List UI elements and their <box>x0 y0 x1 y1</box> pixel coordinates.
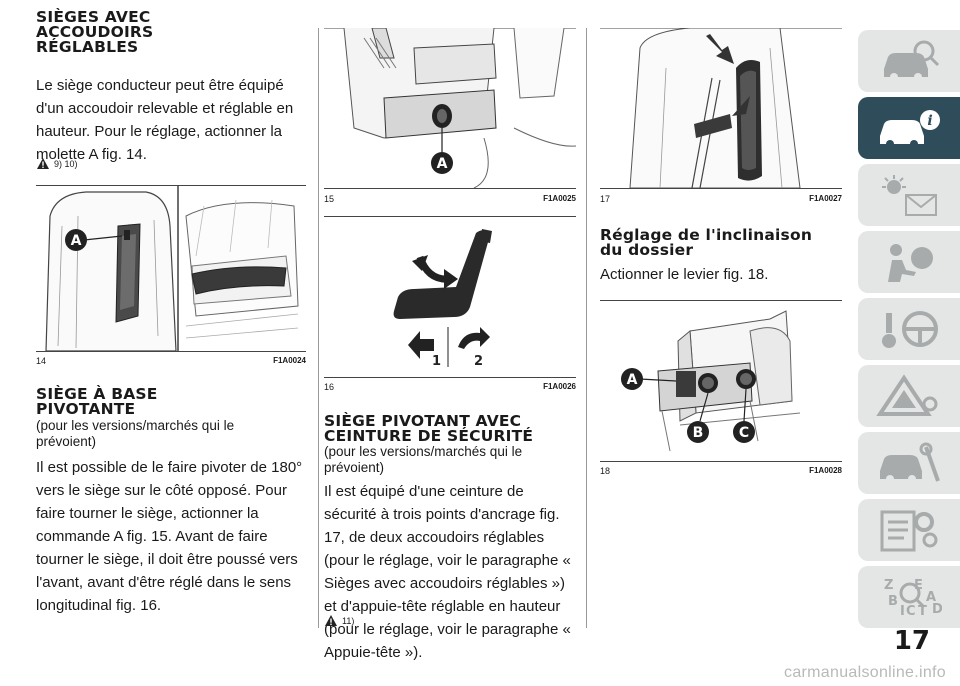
warning-refs: 9) 10) <box>54 158 78 169</box>
column-divider <box>318 28 319 628</box>
figure-18: A B C <box>600 300 842 462</box>
tab-dashboard[interactable] <box>858 30 960 92</box>
figure-17 <box>600 28 842 189</box>
fig-number: 17 <box>600 194 611 204</box>
warning-triangle-icon <box>325 615 337 626</box>
pivot-control-illustration: A <box>324 28 576 188</box>
seat-with-belt-illustration <box>600 28 842 188</box>
heading-line: SIÈGE PIVOTANT AVEC <box>324 412 522 430</box>
callout-b: B <box>693 425 704 441</box>
caption-fig16: 16 F1A0026 <box>324 382 576 392</box>
heading-backrest-recline: Réglage de l'inclinaison du dossier <box>600 226 813 259</box>
callout-a: A <box>71 233 82 249</box>
heading-line: SIÈGES AVEC <box>36 8 151 26</box>
tab-warning-lights[interactable] <box>858 164 960 226</box>
svg-text:i: i <box>927 113 932 129</box>
heading-line: ACCOUDOIRS <box>36 23 154 41</box>
svg-text:E: E <box>914 578 923 593</box>
tab-driving[interactable] <box>858 298 960 360</box>
maintenance-icon <box>880 442 940 483</box>
heading-line: RÉGLABLES <box>36 38 139 56</box>
heading-line: du dossier <box>600 241 694 259</box>
warning-lights-icon <box>882 175 937 216</box>
dashboard-car-icon <box>884 40 940 81</box>
heading-line: PIVOTANTE <box>36 400 136 418</box>
svg-text:I: I <box>900 604 905 619</box>
heading-pivoting-base: SIÈGE À BASE PIVOTANTE <box>36 385 158 418</box>
heading-line: Réglage de l'inclinaison <box>600 226 813 244</box>
step-2-label: 2 <box>474 354 483 369</box>
figure-15: A <box>324 28 576 189</box>
caption-fig14: 14 F1A0024 <box>36 356 306 366</box>
car-info-icon: i <box>880 110 940 148</box>
seat-levers-illustration: A B C <box>621 310 801 452</box>
fig-code: F1A0026 <box>543 382 576 391</box>
caption-fig18: 18 F1A0028 <box>600 466 842 476</box>
svg-text:C: C <box>906 604 916 619</box>
warning-note: 11) <box>324 614 354 627</box>
step-1-label: 1 <box>432 354 441 369</box>
emergency-triangle-icon <box>876 374 938 416</box>
svg-text:Z: Z <box>884 578 893 593</box>
watermark: carmanualsonline.info <box>784 664 946 681</box>
fig-number: 18 <box>600 466 611 476</box>
callout-a: A <box>437 156 448 172</box>
armrest-illustration: A <box>36 186 306 351</box>
warning-triangle-icon <box>37 158 49 169</box>
tab-maintenance[interactable] <box>858 432 960 494</box>
subtext-versions: (pour les versions/marchés qui le prévoi… <box>36 418 235 449</box>
column-divider <box>586 28 587 628</box>
paragraph-armrests: Le siège conducteur peut être équipé d'u… <box>36 77 294 163</box>
svg-text:B: B <box>888 594 898 609</box>
tab-safety[interactable] <box>858 231 960 293</box>
safety-airbag-icon <box>888 244 933 282</box>
heading-adjustable-armrests: SIÈGES AVEC ACCOUDOIRS RÉGLABLES <box>36 8 154 56</box>
starting-driving-icon <box>882 311 938 348</box>
figure-14: A <box>36 185 306 352</box>
fig-code: F1A0028 <box>809 466 842 475</box>
paragraph-seatbelt: Il est équipé d'une ceinture de sécurité… <box>324 483 571 661</box>
paragraph-pivot: Il est possible de le faire pivoter de 1… <box>36 459 303 614</box>
paragraph-recline: Actionner le levier fig. 18. <box>600 266 769 283</box>
seat-pivot-diagram: 1 2 <box>393 229 504 369</box>
callout-c: C <box>739 425 749 441</box>
warning-note: 9) 10) <box>36 157 78 170</box>
tab-emergency[interactable] <box>858 365 960 427</box>
fig-code: F1A0024 <box>273 356 306 365</box>
warning-refs: 11) <box>342 615 355 626</box>
subtext-versions: (pour les versions/marchés qui le prévoi… <box>324 444 523 475</box>
figure-16: 1 2 <box>324 216 576 378</box>
caption-fig15: 15 F1A0025 <box>324 194 576 204</box>
svg-text:A: A <box>926 590 936 605</box>
page-number: 17 <box>893 626 930 656</box>
fig-number: 15 <box>324 194 335 204</box>
svg-text:D: D <box>932 602 942 617</box>
fig-number: 14 <box>36 356 47 366</box>
callout-a: A <box>627 372 638 388</box>
heading-line: CEINTURE DE SÉCURITÉ <box>324 427 534 445</box>
fig-code: F1A0025 <box>543 194 576 203</box>
heading-pivot-seatbelt: SIÈGE PIVOTANT AVEC CEINTURE DE SÉCURITÉ <box>324 412 534 445</box>
fig-number: 16 <box>324 382 335 392</box>
heading-line: SIÈGE À BASE <box>36 385 158 403</box>
svg-text:T: T <box>918 604 927 619</box>
tab-technical-data[interactable] <box>858 499 960 561</box>
caption-fig17: 17 F1A0027 <box>600 194 842 204</box>
fig-code: F1A0027 <box>809 194 842 203</box>
tab-car-info[interactable]: i <box>858 97 960 159</box>
technical-data-icon <box>880 510 938 552</box>
